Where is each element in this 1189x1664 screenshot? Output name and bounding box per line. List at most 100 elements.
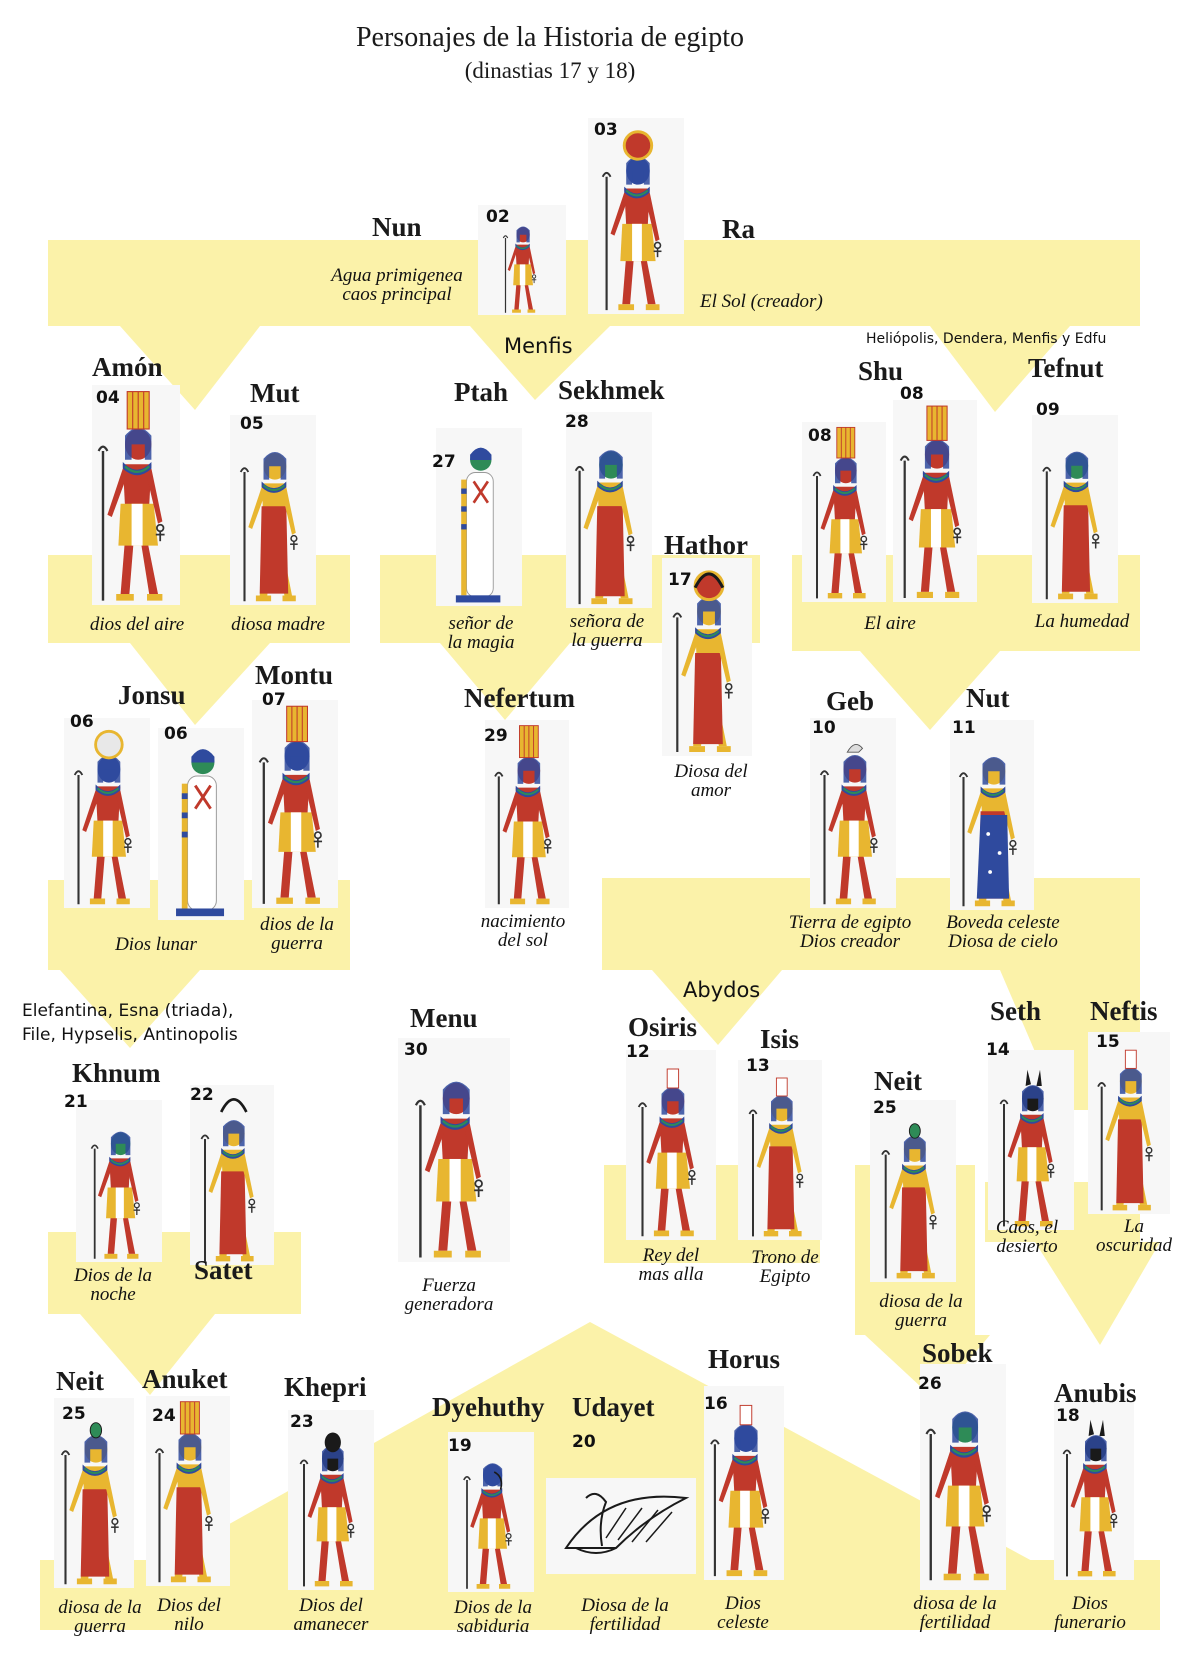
- ithyphallic-god-icon: [414, 1081, 484, 1258]
- atef-crown-god-icon: [637, 1068, 696, 1237]
- deity-description: nacimiento del sol: [480, 911, 566, 951]
- starry-goddess-icon: [958, 757, 1017, 907]
- deity-number: 25: [62, 1404, 86, 1424]
- deity-name: Anubis: [1054, 1378, 1137, 1408]
- deity-figure-jonsu1: [64, 718, 150, 908]
- deity-number: 28: [565, 412, 589, 432]
- deity-figure-sekhmek: [566, 412, 652, 608]
- deity-name: Osiris: [628, 1012, 698, 1042]
- deity-description: Dios lunar: [115, 934, 197, 955]
- goose-crown-god-icon: [819, 744, 878, 905]
- deity-number: 15: [1096, 1032, 1120, 1052]
- feather-crown-god-icon: [812, 426, 868, 599]
- deity-description: Dios de la noche: [73, 1265, 153, 1305]
- ibis-headed-god-icon: [463, 1463, 512, 1589]
- lotus-crown-god-icon: [494, 725, 552, 905]
- deity-number: 13: [746, 1056, 770, 1076]
- place-heliopolis: Heliópolis, Dendera, Menfis y Edfu: [866, 331, 1107, 347]
- deity-description: El aire: [864, 613, 916, 634]
- deity-name: Udayet: [572, 1392, 655, 1422]
- deity-name: Neit: [874, 1066, 922, 1096]
- deity-figure-nun: [478, 205, 566, 315]
- deity-number: 24: [152, 1406, 176, 1426]
- deity-number: 04: [96, 388, 120, 408]
- deity-name: Sobek: [922, 1338, 993, 1368]
- deity-name: Neftis: [1090, 996, 1158, 1026]
- diagram-subtitle: (dinastias 17 y 18): [464, 58, 636, 83]
- seth-animal-god-icon: [999, 1069, 1055, 1227]
- deity-description: señora de la guerra: [569, 611, 645, 651]
- place-abydos: Abydos: [683, 978, 761, 1002]
- deity-description: El Sol (creador): [700, 291, 823, 312]
- deity-description: diosa madre: [231, 614, 325, 635]
- deity-figure-dyehuthy: [448, 1432, 534, 1592]
- deity-description: diosa de la fertilidad: [913, 1593, 997, 1633]
- deity-number: 07: [262, 690, 286, 710]
- deity-number: 10: [812, 718, 836, 738]
- deity-description: Caos, el desierto: [995, 1217, 1059, 1257]
- deity-figure-amon: [92, 385, 180, 605]
- place-elefantina: Elefantina, Esna (triada), File, Hypseli…: [22, 1001, 238, 1045]
- deity-name: Menu: [410, 1003, 478, 1033]
- deity-number: 14: [986, 1040, 1010, 1060]
- deity-figure-osiris: [626, 1050, 716, 1240]
- deity-figure-khnum: [76, 1100, 162, 1262]
- deity-number: 30: [404, 1040, 428, 1060]
- deity-number: 08: [900, 384, 924, 404]
- moon-disk-falcon-god-icon: [73, 729, 132, 905]
- plumed-crown-god-icon: [899, 405, 962, 598]
- deity-figure-neftis: [1088, 1032, 1170, 1214]
- deity-name: Isis: [760, 1024, 800, 1054]
- deity-name: Jonsu: [118, 680, 186, 710]
- deity-number: 06: [164, 724, 188, 744]
- deity-figure-ptah: [436, 428, 522, 606]
- deity-name: Dyehuthy: [432, 1392, 545, 1422]
- deity-name: Horus: [708, 1344, 781, 1374]
- deity-number: 06: [70, 712, 94, 732]
- deity-description: Rey del mas alla: [638, 1245, 704, 1285]
- deity-number: 18: [1056, 1406, 1080, 1426]
- deity-description: Boveda celeste Diosa de cielo: [946, 912, 1060, 952]
- deity-name: Satet: [194, 1255, 253, 1285]
- deity-number: 20: [572, 1432, 596, 1452]
- diagram-title: Personajes de la Historia de egipto: [355, 22, 744, 53]
- deity-name: Nut: [966, 683, 1010, 713]
- ram-headed-god-icon: [90, 1131, 141, 1259]
- red-crown-goddess-icon: [881, 1123, 937, 1279]
- deity-name: Khnum: [72, 1058, 161, 1088]
- deity-figure-menu: [398, 1038, 510, 1262]
- deity-name: Nefertum: [464, 683, 575, 713]
- deity-name: Mut: [250, 378, 300, 408]
- mummiform-god-icon: [176, 749, 225, 917]
- deity-description: dios del aire: [89, 614, 185, 635]
- deity-number: 26: [918, 1374, 942, 1394]
- deity-description: Dios del amanecer: [293, 1595, 369, 1635]
- deity-number: 23: [290, 1412, 314, 1432]
- deity-name: Hathor: [664, 530, 748, 560]
- crocodile-headed-god-icon: [925, 1411, 991, 1581]
- deity-figure-anuket: [146, 1396, 230, 1586]
- deity-number: 29: [484, 726, 508, 746]
- scarab-headed-god-icon: [299, 1432, 355, 1587]
- deity-number: 17: [668, 570, 692, 590]
- deity-description: La oscuridad: [1096, 1216, 1172, 1256]
- deity-description: Dios celeste: [717, 1593, 769, 1633]
- deity-number: 27: [432, 452, 456, 472]
- deity-description: diosa de la guerra: [879, 1291, 963, 1331]
- deity-number: 03: [594, 120, 618, 140]
- deity-figure-shu1: [802, 422, 886, 602]
- deity-figure-nut: [950, 720, 1034, 910]
- deity-figure-satet: [190, 1085, 274, 1265]
- deity-number: 02: [486, 207, 510, 227]
- throne-crown-goddess-icon: [748, 1077, 804, 1237]
- deity-name: Sekhmek: [558, 375, 665, 405]
- deity-name: Ptah: [454, 377, 508, 407]
- deity-description: Dios de la sabiduria: [453, 1597, 533, 1637]
- deity-figure-neit1: [870, 1100, 956, 1282]
- deity-name: Seth: [990, 996, 1042, 1026]
- lioness-goddess-icon: [1042, 451, 1100, 600]
- deity-number: 08: [808, 426, 832, 446]
- deity-figure-udayet: [546, 1478, 696, 1574]
- deity-name: Tefnut: [1028, 353, 1104, 383]
